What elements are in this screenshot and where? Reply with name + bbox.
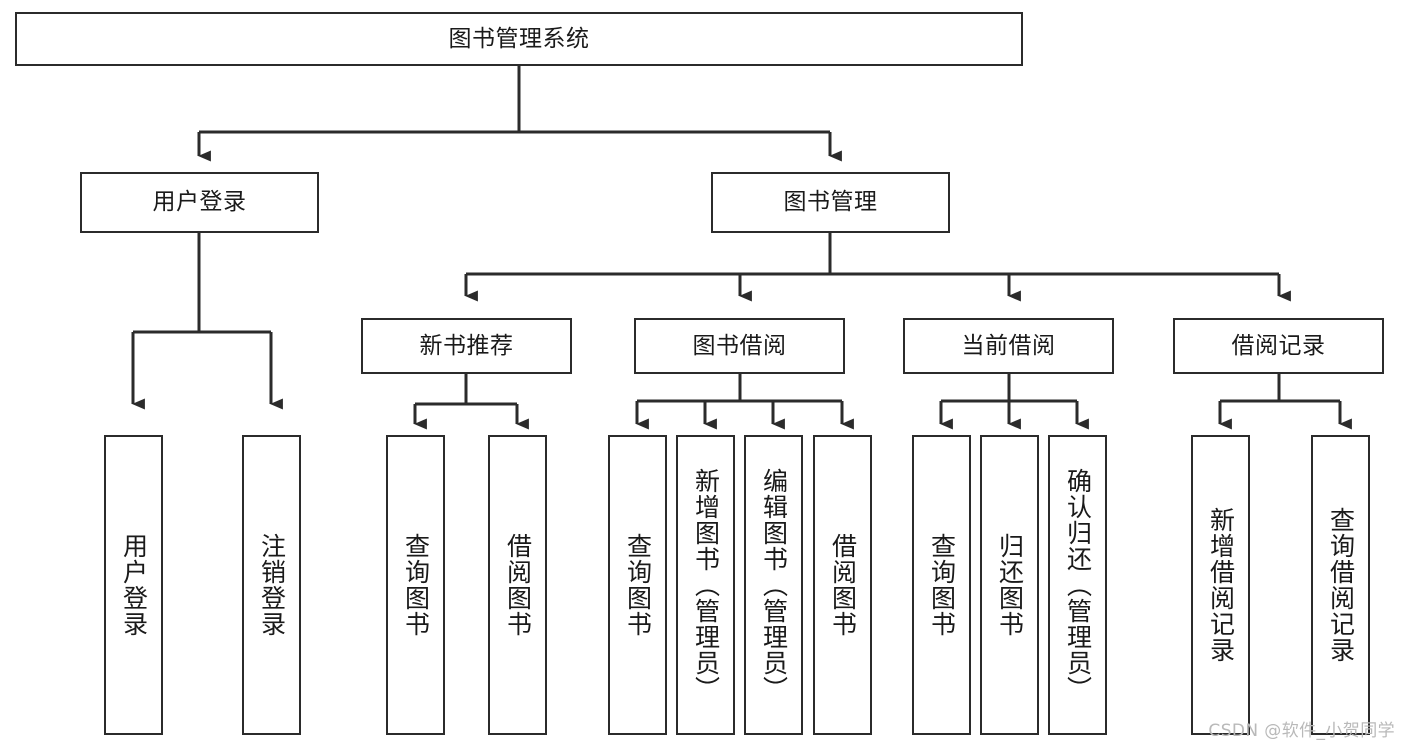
node-leaf-borrow-book-1[interactable]: 借阅图书 bbox=[488, 435, 547, 735]
node-leaf-add-record-label: 新增借阅记录 bbox=[1206, 507, 1236, 663]
node-borrow-record-label: 借阅记录 bbox=[1231, 332, 1326, 359]
node-user-login[interactable]: 用户登录 bbox=[80, 172, 319, 233]
node-leaf-add-book-label: 新增图书（管理员） bbox=[691, 468, 721, 702]
node-leaf-add-book[interactable]: 新增图书（管理员） bbox=[676, 435, 735, 735]
node-leaf-query-book-1[interactable]: 查询图书 bbox=[386, 435, 445, 735]
node-leaf-user-login[interactable]: 用户登录 bbox=[104, 435, 163, 735]
node-book-borrow-label: 图书借阅 bbox=[692, 332, 787, 359]
node-book-manage-label: 图书管理 bbox=[783, 189, 878, 216]
node-new-book-recommend[interactable]: 新书推荐 bbox=[361, 318, 572, 374]
node-current-borrow[interactable]: 当前借阅 bbox=[903, 318, 1114, 374]
node-leaf-return-book-label: 归还图书 bbox=[995, 533, 1025, 637]
node-leaf-borrow-book-2[interactable]: 借阅图书 bbox=[813, 435, 872, 735]
node-leaf-query-book-2[interactable]: 查询图书 bbox=[608, 435, 667, 735]
node-leaf-add-record[interactable]: 新增借阅记录 bbox=[1191, 435, 1250, 735]
node-leaf-query-book-1-label: 查询图书 bbox=[401, 533, 431, 637]
node-current-borrow-label: 当前借阅 bbox=[961, 332, 1056, 359]
node-leaf-query-book-2-label: 查询图书 bbox=[623, 533, 653, 637]
node-root[interactable]: 图书管理系统 bbox=[15, 12, 1023, 66]
node-leaf-query-record-label: 查询借阅记录 bbox=[1326, 507, 1356, 663]
node-leaf-user-logout[interactable]: 注销登录 bbox=[242, 435, 301, 735]
node-leaf-confirm-return-label: 确认归还（管理员） bbox=[1063, 468, 1093, 702]
node-leaf-query-record[interactable]: 查询借阅记录 bbox=[1311, 435, 1370, 735]
node-leaf-query-book-3-label: 查询图书 bbox=[927, 533, 957, 637]
node-leaf-return-book[interactable]: 归还图书 bbox=[980, 435, 1039, 735]
watermark-text: CSDN @软件_小贺同学 bbox=[1208, 721, 1395, 741]
node-leaf-edit-book[interactable]: 编辑图书（管理员） bbox=[744, 435, 803, 735]
node-leaf-borrow-book-1-label: 借阅图书 bbox=[503, 533, 533, 637]
node-leaf-query-book-3[interactable]: 查询图书 bbox=[912, 435, 971, 735]
node-leaf-borrow-book-2-label: 借阅图书 bbox=[828, 533, 858, 637]
node-book-borrow[interactable]: 图书借阅 bbox=[634, 318, 845, 374]
node-leaf-edit-book-label: 编辑图书（管理员） bbox=[759, 468, 789, 702]
node-leaf-user-logout-label: 注销登录 bbox=[257, 533, 287, 637]
node-borrow-record[interactable]: 借阅记录 bbox=[1173, 318, 1384, 374]
node-leaf-user-login-label: 用户登录 bbox=[119, 533, 149, 637]
node-new-book-recommend-label: 新书推荐 bbox=[419, 332, 514, 359]
node-root-label: 图书管理系统 bbox=[448, 25, 590, 52]
node-book-manage[interactable]: 图书管理 bbox=[711, 172, 950, 233]
node-user-login-label: 用户登录 bbox=[152, 189, 247, 216]
node-leaf-confirm-return[interactable]: 确认归还（管理员） bbox=[1048, 435, 1107, 735]
